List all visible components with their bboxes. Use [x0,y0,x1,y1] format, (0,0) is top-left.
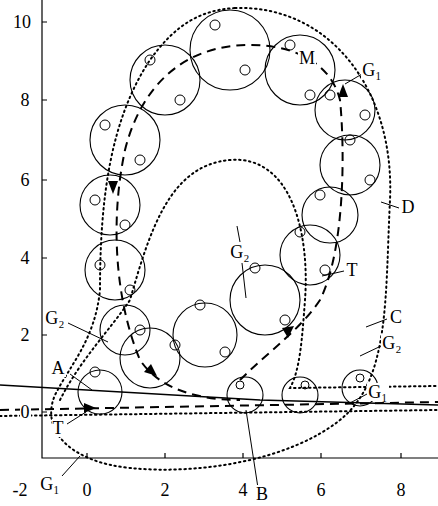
small-curls-part [95,260,105,270]
particle-loops-part [190,10,270,90]
axis-tick: 6 [20,171,31,189]
small-curls-part [210,20,220,30]
region-label: C [389,308,403,326]
small-curls-part [360,110,370,120]
small-curls-part [315,190,325,200]
particle-loops-part [80,175,140,235]
leader-lines-part [360,346,381,356]
contour-label: G₁ [367,383,388,401]
contour-label: G₁ [361,61,382,79]
small-curls-part [220,347,230,357]
trajectory-lines [0,45,438,410]
particle-loops-part [282,377,318,413]
small-curls-part [356,374,364,382]
small-curls [90,20,375,389]
arrowheads-part [108,181,118,194]
small-curls-part [320,265,330,275]
dotted-contours-part [0,410,438,416]
axis-tick: 2 [20,326,31,344]
point-label: A [51,359,66,377]
small-curls-part [305,90,315,100]
arrowheads-part [84,403,96,413]
dotted-contours [0,8,438,470]
small-curls-part [240,65,250,75]
leader-lines-part [322,271,344,276]
point-label: B [255,485,269,503]
arrowheads-part [282,326,294,338]
small-curls-part [195,300,205,310]
leader-lines [62,74,399,488]
axis-tick: 2 [160,481,171,499]
axis-tick: 8 [20,91,31,109]
particle-loops-part [315,80,375,140]
axis-tick: -2 [12,481,29,499]
small-curls-part [90,195,100,205]
axis-tick: 0 [20,403,31,421]
axis-tick: 8 [396,481,407,499]
small-curls-part [280,315,290,325]
arrowheads-part [338,84,348,97]
contour-label: G₂ [381,334,402,352]
arrowheads-part [144,364,157,376]
region-label: D [401,198,416,216]
leader-lines-part [381,202,399,208]
particle-loops-part [120,328,180,388]
leader-lines-part [70,374,92,390]
small-curls-part [295,227,305,237]
trajectory-lines-part [0,402,438,410]
leader-lines-part [345,74,362,84]
particle-loops-part [90,105,160,175]
small-curls-part [125,285,135,295]
small-curls-part [285,40,295,50]
leader-lines-part [350,394,367,403]
axis-tick: 0 [82,481,93,499]
particle-loops-part [173,303,237,367]
particle-loops-part [85,240,145,300]
small-curls-part [120,220,130,230]
leader-lines-part [67,412,86,424]
small-curls-part [135,155,145,165]
small-curls-part [325,90,335,100]
small-curls-part [145,55,155,65]
region-label: T [346,261,359,279]
leader-lines-part [366,319,387,327]
leader-lines-part [237,226,246,298]
axes-part [42,22,47,412]
contour-label: G₂ [44,309,65,327]
axis-tick: 4 [20,249,31,267]
leader-lines-part [246,410,258,488]
small-curls-part [365,175,375,185]
small-curls-part [170,340,180,350]
dotted-contours-part [60,160,438,400]
small-curls-part [100,120,110,130]
small-curls-part [345,135,355,145]
leader-lines-part [68,323,108,342]
particle-loops [78,10,380,414]
small-curls-part [236,381,244,389]
small-curls-part [250,263,260,273]
dotted-contours-part [51,8,390,470]
axes-part [87,453,401,458]
axis-tick: 4 [238,481,249,499]
trajectory-lines-part [117,45,343,400]
small-curls-part [175,95,185,105]
particle-loops-part [320,135,380,195]
region-label: M [298,49,316,67]
axis-tick: 6 [316,481,327,499]
small-curls-part [90,367,100,377]
particle-loops-part [230,265,300,335]
axis-tick: 10 [12,13,32,31]
region-label: T [52,419,65,437]
particle-loops-part [227,377,263,413]
particle-loops-part [130,45,200,115]
contour-label: G₂ [229,243,250,261]
leader-lines-part [62,456,80,476]
small-curls-part [135,325,145,335]
arrowheads [84,84,348,413]
small-curls-part [301,381,309,389]
contour-label: G₁ [39,475,60,493]
